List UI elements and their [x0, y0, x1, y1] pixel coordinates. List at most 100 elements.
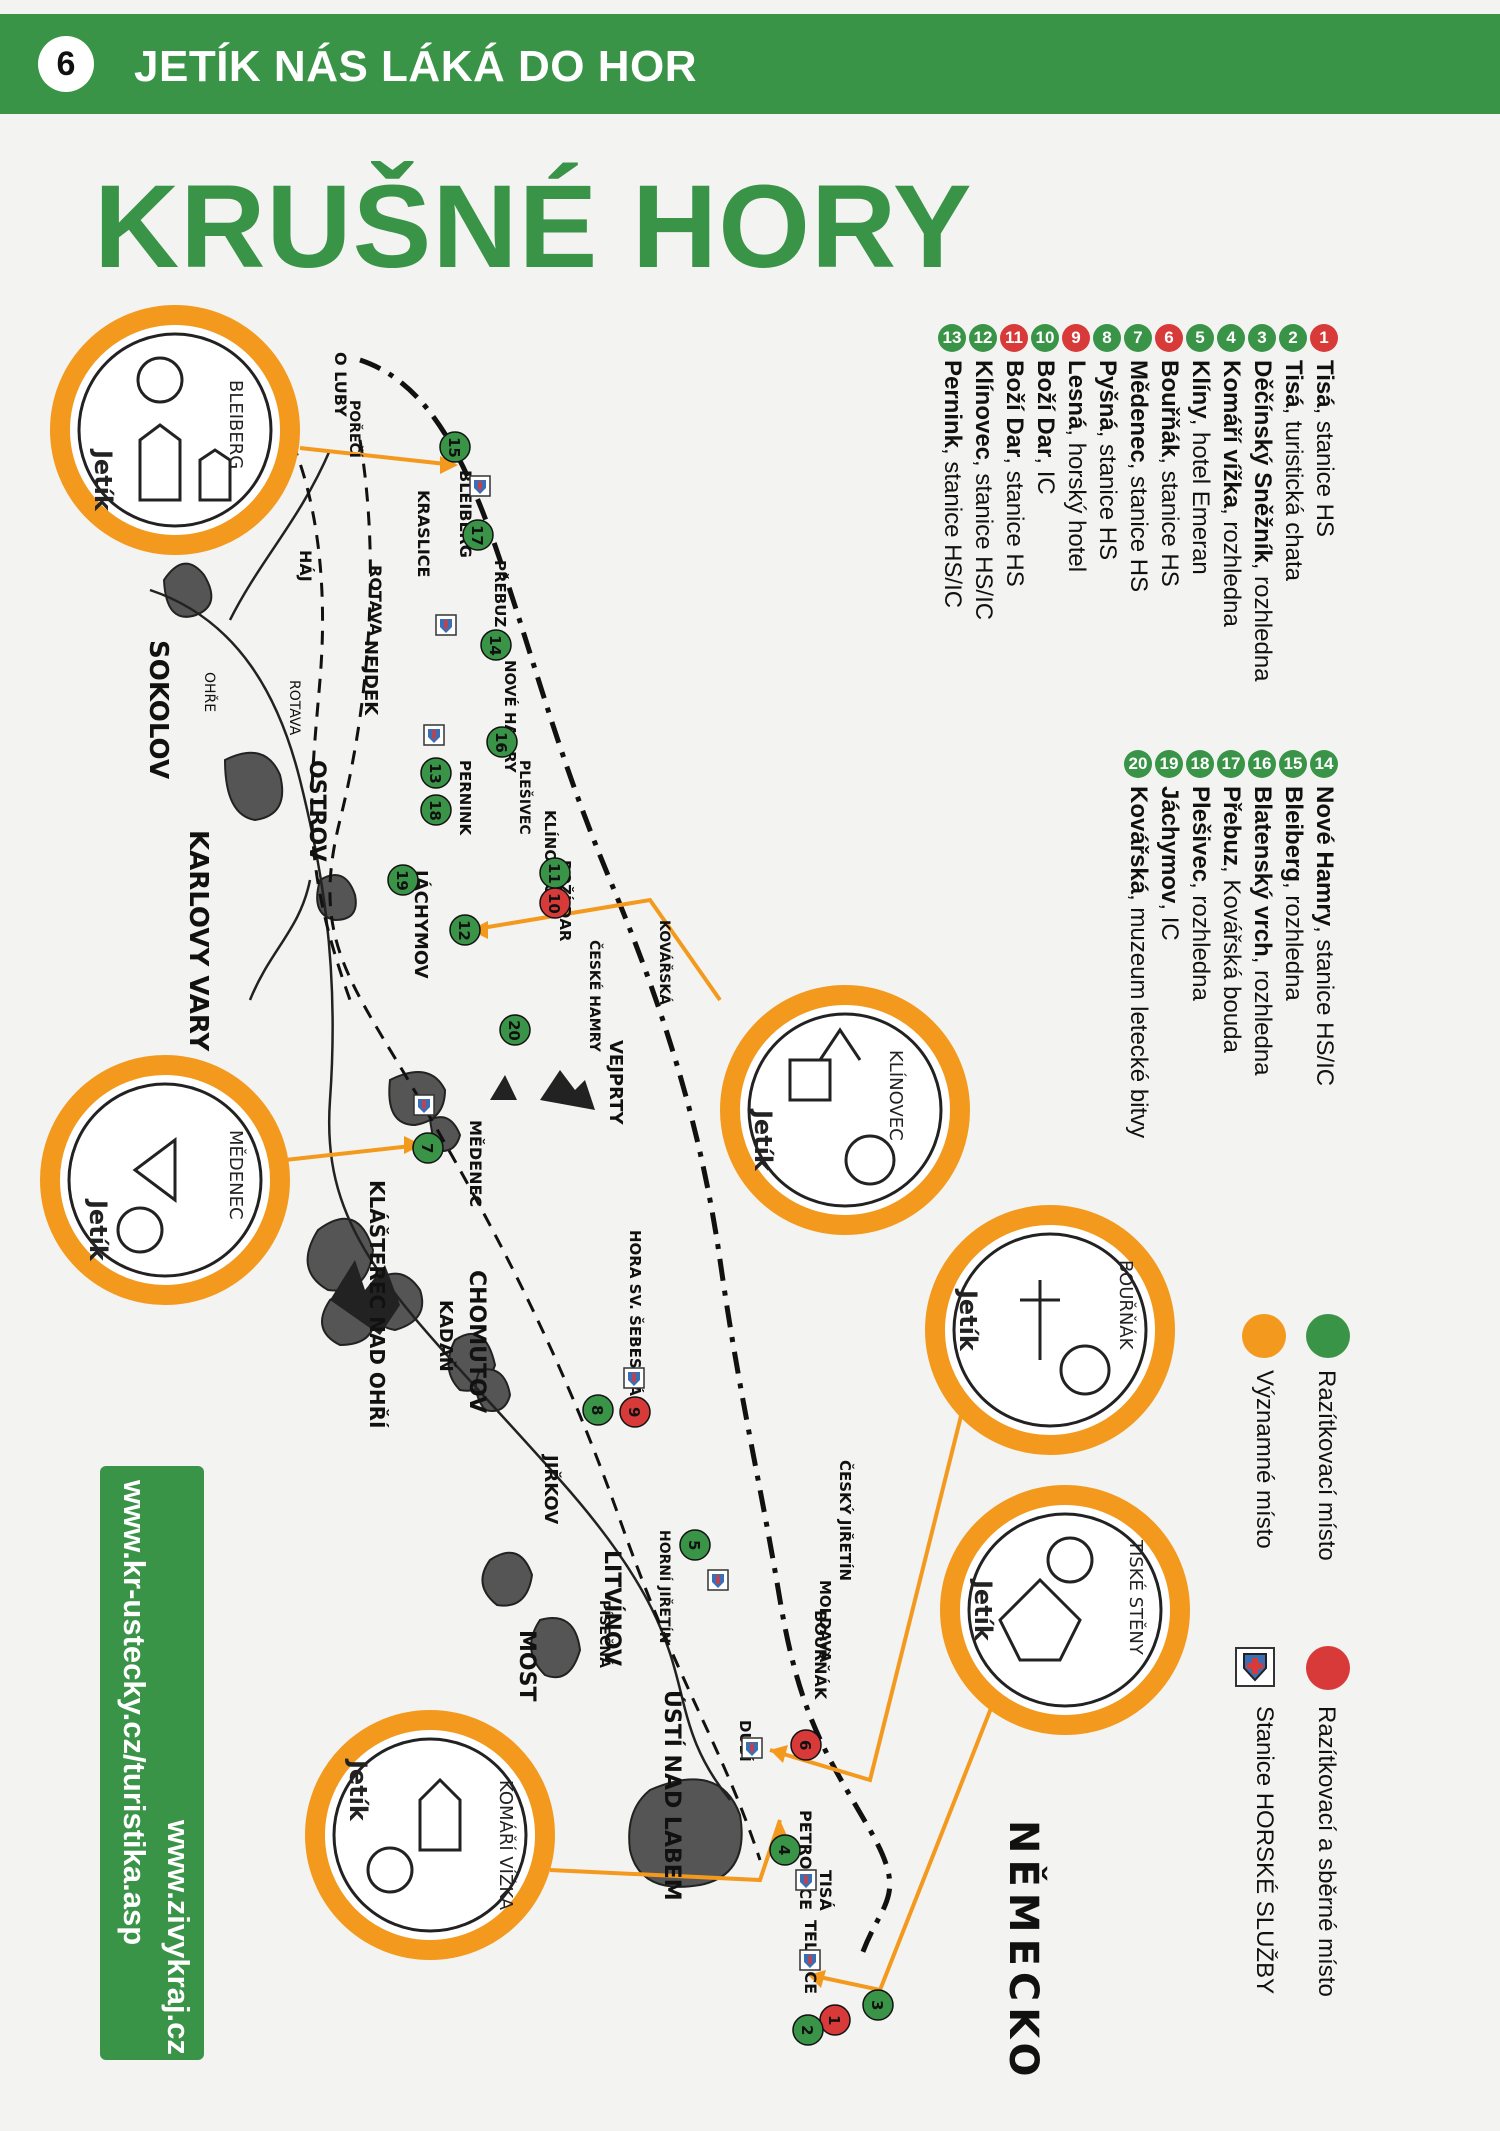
- town-label: KOVÁŘSKÁ: [656, 920, 673, 1005]
- town-label: O LUBY: [331, 352, 350, 417]
- map-point-label: 11: [545, 863, 563, 884]
- medallion-medenec: MĚDENEC Jetík: [40, 1055, 290, 1305]
- town-label: ČESKÉ HAMRY: [586, 940, 604, 1053]
- svg-text:Jetík: Jetík: [954, 1288, 982, 1352]
- map-point-3: 3: [862, 1989, 894, 2021]
- page-title: KRUŠNÉ HORY: [94, 161, 973, 293]
- town-label: PETROVICE: [796, 1810, 815, 1910]
- page-number: 6: [38, 36, 94, 92]
- url-box: [100, 1466, 204, 2060]
- town-label: CHOMUTOV: [464, 1270, 489, 1413]
- town-label: MOST: [514, 1630, 539, 1701]
- map-point-label: 6: [796, 1740, 814, 1750]
- map-point-16: 16: [486, 726, 518, 758]
- town-label: HORA SV. ŠEBESTIÁNA: [626, 1230, 645, 1421]
- map-point-5: 5: [679, 1529, 711, 1561]
- town-label: NEJDEK: [360, 640, 381, 716]
- service-station-icon: [707, 1569, 729, 1591]
- town-label: JÁCHYMOV: [410, 868, 432, 979]
- medallion-bleiberg: BLEIBERG Jetík: [50, 305, 300, 555]
- town-label: TISÁ: [816, 1870, 835, 1911]
- map-point-label: 4: [775, 1845, 793, 1855]
- map-point-12: 12: [449, 914, 481, 946]
- route-line: [328, 439, 762, 1861]
- medallion-label: BLEIBERG: [225, 380, 246, 469]
- map-point-label: 16: [492, 732, 510, 753]
- town-label: HÁJ: [296, 550, 315, 582]
- stamp-place-dot: [1306, 1314, 1350, 1358]
- map-point-15: 15: [439, 431, 471, 463]
- map-point-11: 11: [539, 857, 571, 889]
- town-label: PERNINK: [456, 760, 474, 836]
- town-label: VEJPRTY: [605, 1040, 626, 1125]
- town-label: PLEŠIVEC: [516, 760, 534, 835]
- map-point-label: 7: [418, 1143, 436, 1153]
- town-label: MĚDENEC: [466, 1120, 485, 1207]
- svg-text:KOMÁŘÍ VÍŽKA: KOMÁŘÍ VÍŽKA: [495, 1780, 517, 1911]
- service-station-icon: [623, 1367, 645, 1389]
- section-title: JETÍK NÁS LÁKÁ DO HOR: [134, 42, 697, 91]
- stamp-collect-dot: [1306, 1646, 1350, 1690]
- map-point-label: 12: [455, 920, 473, 941]
- service-station-icon: [1235, 1647, 1275, 1687]
- map-point-20: 20: [499, 1014, 531, 1046]
- map-point-label: 19: [393, 870, 411, 891]
- map-point-label: 8: [588, 1405, 606, 1415]
- map-point-9: 9: [619, 1396, 651, 1428]
- town-label: SOKOLOV: [143, 640, 173, 779]
- service-station-icon: [423, 724, 445, 746]
- notable-place-dot: [1242, 1314, 1286, 1358]
- map-point-label: 2: [798, 2025, 816, 2035]
- town-label: OSTROV: [304, 760, 329, 862]
- medallion-klinovec: KLÍNOVEC Jetík: [720, 985, 970, 1235]
- svg-text:Jetík: Jetík: [749, 1108, 777, 1172]
- map-point-label: 3: [868, 2000, 886, 2010]
- country-label: NĚMECKO: [1000, 1820, 1048, 2083]
- town-label: LITVÍNOV: [599, 1550, 625, 1666]
- map-point-19: 19: [387, 864, 419, 896]
- map-point-8: 8: [582, 1394, 614, 1426]
- svg-text:KLÍNOVEC: KLÍNOVEC: [885, 1050, 907, 1141]
- map-point-6: 6: [790, 1729, 822, 1761]
- town-label: ÚSTÍ NAD LABEM: [659, 1690, 685, 1901]
- medallions: BLEIBERG Jetík KLÍNOVEC Jetík MĚDENEC Je…: [40, 305, 1190, 1960]
- service-station-icon: [799, 1949, 821, 1971]
- town-label: BOUŘŇÁK: [811, 1610, 830, 1700]
- map-point-18: 18: [420, 794, 452, 826]
- svg-text:Jetík: Jetík: [84, 1198, 112, 1262]
- map-point-label: 20: [505, 1020, 523, 1041]
- map-point-label: 5: [685, 1540, 703, 1550]
- town-label: ČESKÝ JIŘETÍN: [836, 1460, 855, 1581]
- medallion-komari-vizka: KOMÁŘÍ VÍŽKA Jetík: [305, 1710, 555, 1960]
- map-point-17: 17: [462, 519, 494, 551]
- map-point-13: 13: [420, 757, 452, 789]
- town-label: KARLOVY VARY: [183, 830, 213, 1052]
- town-labels: SOKOLOV KARLOVY VARY OSTROV CHOMUTOV MOST LIT…: [143, 352, 855, 1994]
- town-label: KRASLICE: [414, 490, 433, 577]
- town-label: KADAŇ: [435, 1300, 457, 1372]
- town-label: MOLDAVA: [816, 1580, 834, 1663]
- svg-text:Jetík: Jetík: [344, 1758, 372, 1822]
- header-bar: [0, 14, 1500, 114]
- svg-text:MĚDENEC: MĚDENEC: [225, 1130, 247, 1220]
- town-label: PÍSEČNÁ: [596, 1600, 614, 1668]
- map-point-10: 10: [539, 887, 571, 919]
- map-point-1: 1: [819, 2004, 851, 2036]
- map-point-label: 15: [445, 437, 463, 458]
- service-station-icon: [469, 475, 491, 497]
- town-label: PŘEBUZ: [491, 560, 510, 627]
- map-point-label: 17: [468, 525, 486, 546]
- town-label: HORNÍ JIŘETÍN: [656, 1530, 673, 1643]
- town-label: KLÁŠTEREC NAD OHŘÍ: [365, 1180, 389, 1429]
- map-point-label: 10: [545, 893, 563, 914]
- map-point-label: 1: [825, 2015, 843, 2025]
- state-border: [359, 357, 893, 1961]
- map-point-label: 14: [486, 635, 504, 656]
- service-station-icon: [413, 1094, 435, 1116]
- medallion-tiske-steny: TISKÉ STĚNY Jetík: [940, 1485, 1190, 1735]
- svg-text:TISKÉ STĚNY: TISKÉ STĚNY: [1125, 1539, 1147, 1656]
- service-station-icon: [435, 614, 457, 636]
- town-label: POŘEČÍ: [346, 400, 364, 458]
